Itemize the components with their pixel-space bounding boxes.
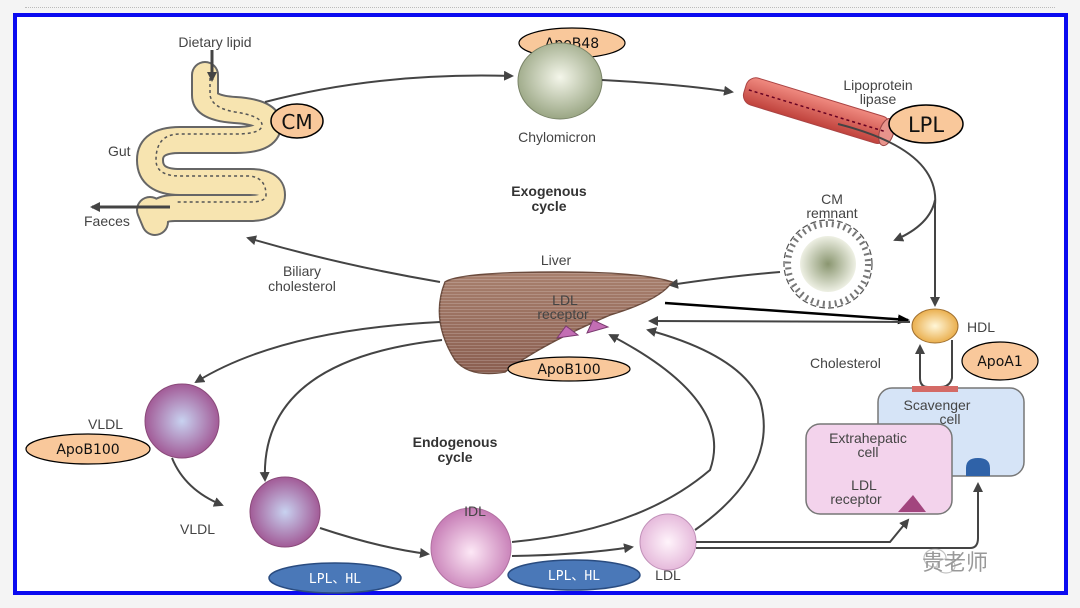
chylomicron-label: Chylomicron <box>518 129 596 145</box>
vldl-particle-1 <box>144 383 220 459</box>
cm-remnant-particle <box>783 219 873 309</box>
vldl-label-1: VLDL <box>88 416 123 432</box>
top-dotted-line <box>25 7 1055 8</box>
faeces-label: Faeces <box>84 213 130 229</box>
vldl-label-2: VLDL <box>180 521 215 537</box>
vldl1-to-vldl2-arrow <box>171 457 224 507</box>
idl-particle <box>430 507 512 589</box>
lpl-to-remnant-arrow <box>893 199 936 242</box>
svg-text:LPL、HL: LPL、HL <box>548 569 600 584</box>
scavenger-cell-label-2: cell <box>939 411 960 427</box>
liver-ldl-receptor-icon <box>555 325 580 339</box>
svg-text:CM: CM <box>281 110 312 134</box>
dietary-lipid-label: Dietary lipid <box>178 34 251 50</box>
liver-ldl-receptor-label-1: LDL <box>552 292 578 308</box>
lpl-hl-annotation-1: LPL、HL <box>268 562 402 594</box>
cholesterol-label: Cholesterol <box>810 355 881 371</box>
svg-text:LPL: LPL <box>908 113 944 137</box>
hdl-particle <box>911 308 959 344</box>
lpl-annotation: LPL <box>888 104 964 144</box>
extrahepatic-ldl-receptor-label-1: LDL <box>851 477 877 493</box>
endogenous-cycle-label-1: Endogenous <box>413 434 498 450</box>
cm-remnant-label-1: CM <box>821 191 843 207</box>
svg-text:ApoB100: ApoB100 <box>56 442 119 458</box>
chylomicron-particle <box>517 42 603 120</box>
wechat-watermark-icon <box>923 548 956 574</box>
extrahepatic-cell-label-2: cell <box>857 444 878 460</box>
gut-label: Gut <box>108 143 131 159</box>
cm-annotation: CM <box>270 103 324 139</box>
liver-to-vldl2-arrow <box>259 339 443 482</box>
gut-to-chylomicron-arrow <box>264 70 514 103</box>
biliary-cholesterol-label-2: cholesterol <box>268 278 336 294</box>
extrahepatic-cell <box>805 423 953 515</box>
vldl-to-idl-arrow <box>319 527 430 558</box>
liver-label: Liver <box>541 252 572 268</box>
remnant-to-liver-arrow <box>668 271 781 289</box>
chylomicron-to-lpl-arrow <box>601 79 734 96</box>
gut-illustration <box>136 61 286 236</box>
biliary-cholesterol-label-1: Biliary <box>283 263 321 279</box>
ldl-to-scavenger-arrow <box>696 482 983 549</box>
idl-label: IDL <box>464 503 486 519</box>
scavenger-cell-label-1: Scavenger <box>904 397 971 413</box>
hdl-to-liver-arrow <box>648 316 911 327</box>
idl-to-ldl-arrow <box>511 543 634 557</box>
svg-text:LPL、HL: LPL、HL <box>309 572 361 587</box>
biliary-cholesterol-arrow <box>246 235 441 283</box>
extrahepatic-ldl-receptor-icon <box>898 495 926 512</box>
lpl-to-hdl-arrow <box>837 123 940 307</box>
endogenous-cycle-label-2: cycle <box>437 449 472 465</box>
exogenous-cycle-label-2: cycle <box>531 198 566 214</box>
watermark-text: 贵老师 <box>922 551 989 576</box>
lipoprotein-lipase-label-2: lipase <box>860 91 897 107</box>
ldl-to-liver-arrow <box>646 327 765 531</box>
liver-to-vldl-arrow <box>194 321 441 384</box>
liver-to-hdl-arrow <box>664 301 910 325</box>
hdl-label: HDL <box>967 319 995 335</box>
apoa1-annotation: ApoA1 <box>961 341 1039 381</box>
svg-text:ApoA1: ApoA1 <box>977 354 1023 370</box>
ldl-to-extrahepatic-arrow <box>696 518 910 543</box>
svg-text:ApoB100: ApoB100 <box>537 362 600 378</box>
liver-ldl-receptor-label-2: receptor <box>537 306 589 322</box>
scavenger-receptor-icon <box>966 458 990 476</box>
cholesterol-efflux-arrow <box>915 340 953 388</box>
ldl-particle <box>639 513 697 571</box>
lpl-hl-annotation-2: LPL、HL <box>507 559 641 591</box>
apob100-liver-annotation: ApoB100 <box>507 356 631 382</box>
extrahepatic-cell-label-1: Extrahepatic <box>829 430 907 446</box>
extrahepatic-ldl-receptor-label-2: receptor <box>830 491 882 507</box>
lipoprotein-lipase-label-1: Lipoprotein <box>843 77 912 93</box>
apob100-vldl-annotation: ApoB100 <box>25 433 151 465</box>
cm-remnant-label-2: remnant <box>806 205 857 221</box>
exogenous-cycle-label-1: Exogenous <box>511 183 587 199</box>
idl-to-liver-arrow <box>511 334 716 543</box>
liver-illustration <box>438 271 674 375</box>
vldl-particle-2 <box>249 476 321 548</box>
ldl-label: LDL <box>655 567 681 583</box>
